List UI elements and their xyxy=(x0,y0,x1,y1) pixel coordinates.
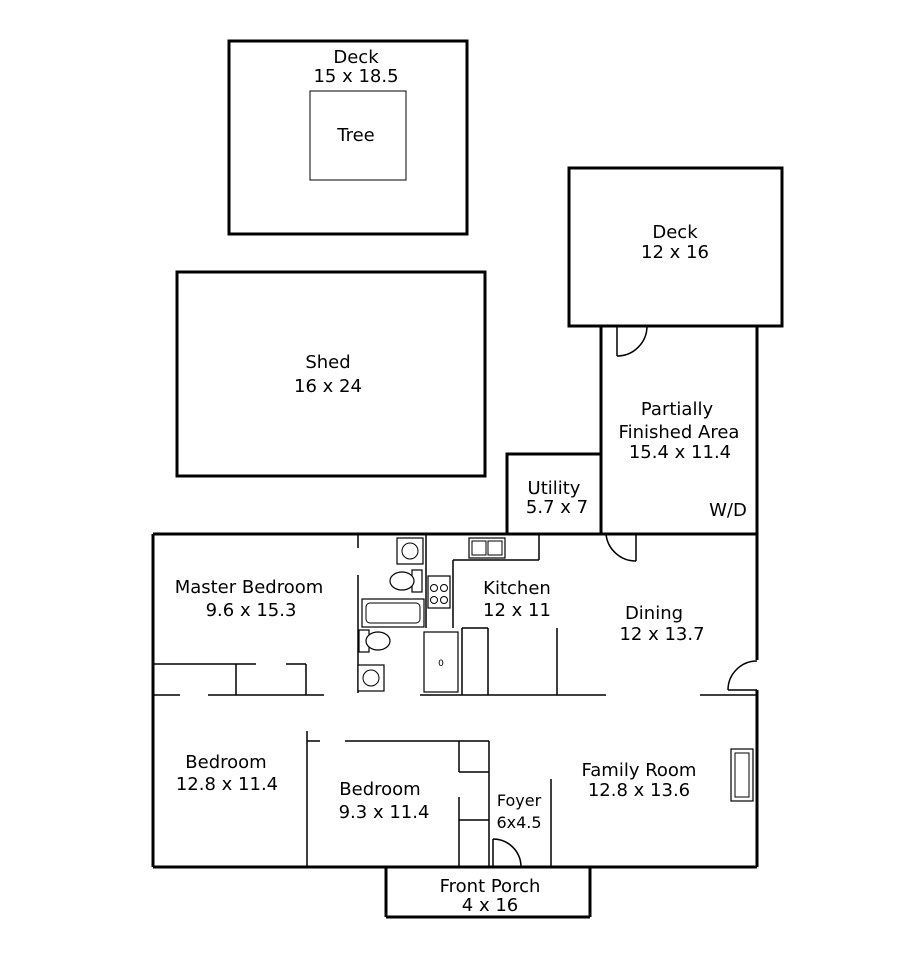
refrigerator-mark: 0 xyxy=(438,659,444,669)
deck-right-name: Deck xyxy=(652,222,698,243)
refrigerator-icon xyxy=(423,631,459,693)
shed: Shed 16 x 24 xyxy=(175,270,487,478)
bedroom-mid-size: 9.3 x 11.4 xyxy=(339,802,430,823)
utility-size: 5.7 x 7 xyxy=(526,497,588,518)
stove-icon xyxy=(427,575,451,609)
master-bedroom-name: Master Bedroom xyxy=(175,577,324,598)
master-bedroom-size: 9.6 x 15.3 xyxy=(206,600,297,621)
sink-icon xyxy=(396,537,424,565)
shed-name: Shed xyxy=(305,352,350,373)
utility-name: Utility xyxy=(528,478,581,499)
tree-outline xyxy=(309,90,407,181)
foyer-size: 6x4.5 xyxy=(496,813,541,832)
family-room-size: 12.8 x 13.6 xyxy=(588,780,690,801)
bedroom-mid-name: Bedroom xyxy=(339,779,420,800)
front-porch: Front Porch 4 x 16 xyxy=(384,867,592,919)
partial-area-name-1: Partially xyxy=(641,399,714,420)
partially-finished-area: Partially Finished Area 15.4 x 11.4 W/D xyxy=(599,325,759,562)
fireplace-icon xyxy=(730,748,754,802)
tree-label: Tree xyxy=(336,125,375,146)
interior-walls xyxy=(153,534,757,868)
house-outline xyxy=(151,532,759,869)
bathtub-icon xyxy=(361,598,425,628)
partial-area-size: 15.4 x 11.4 xyxy=(629,442,731,463)
front-porch-size: 4 x 16 xyxy=(462,895,518,916)
utility: Utility 5.7 x 7 xyxy=(505,452,603,536)
deck-right: Deck 12 x 16 xyxy=(567,166,784,328)
deck-top: Deck 15 x 18.5 Tree xyxy=(227,39,469,236)
bath-fixtures xyxy=(357,537,425,692)
foyer-name: Foyer xyxy=(497,791,542,810)
sink-icon-2 xyxy=(357,664,385,692)
kitchen-size: 12 x 11 xyxy=(483,600,551,621)
dining-name: Dining xyxy=(625,603,683,624)
partial-area-name-2: Finished Area xyxy=(619,422,740,443)
bedroom-left-size: 12.8 x 11.4 xyxy=(176,774,278,795)
kitchen-name: Kitchen xyxy=(483,578,551,599)
dining-size: 12 x 13.7 xyxy=(619,624,704,645)
front-porch-name: Front Porch xyxy=(440,876,541,897)
bedroom-left-name: Bedroom xyxy=(185,752,266,773)
deck-top-name: Deck xyxy=(333,47,379,68)
deck-top-size: 15 x 18.5 xyxy=(313,66,398,87)
shed-size: 16 x 24 xyxy=(294,376,362,397)
double-sink-icon xyxy=(468,537,506,559)
kitchen-fixtures: 0 xyxy=(423,537,506,693)
deck-right-size: 12 x 16 xyxy=(641,242,709,263)
washer-dryer-label: W/D xyxy=(709,500,747,521)
room-labels: Master Bedroom 9.6 x 15.3 Kitchen 12 x 1… xyxy=(175,577,705,832)
family-room-name: Family Room xyxy=(582,760,697,781)
